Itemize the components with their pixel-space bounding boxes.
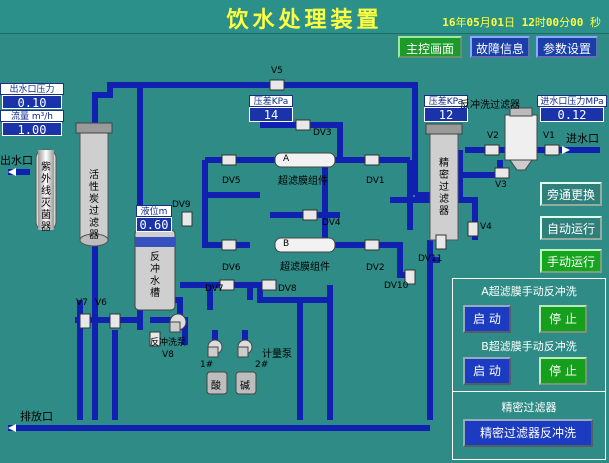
valve-v2-label[interactable]: V2 bbox=[487, 131, 499, 141]
uf-module-b bbox=[274, 237, 336, 253]
page-title: 饮水处理装置 bbox=[226, 8, 383, 33]
valve-v3-label[interactable]: V3 bbox=[495, 180, 507, 190]
alkali-tank bbox=[235, 371, 257, 395]
valve-dv5-label[interactable]: DV5 bbox=[222, 176, 241, 186]
valve-dv11-label[interactable]: DV11 bbox=[418, 254, 443, 264]
valve-dv2-label[interactable]: DV2 bbox=[366, 263, 385, 273]
backwash-filter-unit bbox=[504, 107, 538, 171]
fault-info-button[interactable]: 故障信息 bbox=[470, 36, 530, 58]
outlet-pressure-label: 出水口压力MPa bbox=[0, 83, 64, 107]
auto-run-button[interactable]: 自动运行 bbox=[540, 216, 602, 240]
valve-dv8-label[interactable]: DV8 bbox=[278, 284, 297, 294]
valves bbox=[79, 79, 560, 347]
inlet-label: 进水口 bbox=[566, 132, 599, 145]
dosing-pump-1-shape bbox=[207, 339, 223, 358]
alkali-label: 碱 bbox=[240, 381, 250, 392]
uf-a-label: 超滤膜组件 bbox=[278, 176, 328, 187]
title-bar: 饮水处理装置 16年05月01日 12时00分00 秒 bbox=[0, 0, 609, 34]
backwash-pump-shape bbox=[169, 313, 187, 333]
uv-sterilizer bbox=[35, 149, 57, 231]
uv-sterilizer-label: 紫外线灭菌器 bbox=[41, 162, 51, 233]
drain-label: 排放口 bbox=[20, 410, 53, 423]
uf-b-tag: B bbox=[283, 239, 290, 249]
precision-filter bbox=[425, 123, 463, 241]
backwash-filter-label: 反冲洗过滤器 bbox=[460, 100, 520, 111]
uf-b-label: 超滤膜组件 bbox=[280, 262, 330, 273]
backwash-tank bbox=[134, 229, 176, 311]
dosing-pump-2-shape bbox=[237, 339, 253, 358]
uf-module-a bbox=[274, 152, 336, 168]
valve-dv6-label[interactable]: DV6 bbox=[222, 263, 241, 273]
level-label: 液位m bbox=[136, 205, 172, 217]
panel-a-title: A超滤膜手动反冲洗 bbox=[481, 285, 577, 298]
panel-fine-title: 精密过滤器 bbox=[501, 401, 557, 414]
valve-v8-label[interactable]: V8 bbox=[162, 350, 174, 360]
carbon-filter bbox=[75, 122, 113, 247]
valve-v4-label[interactable]: V4 bbox=[480, 222, 492, 232]
valve-dv3-label[interactable]: DV3 bbox=[313, 128, 332, 138]
valve-dv7-label[interactable]: DV7 bbox=[205, 284, 224, 294]
precision-filter-label: 精密过滤器 bbox=[439, 158, 449, 217]
clock-readout: 16年05月01日 12时00分00 秒 bbox=[442, 16, 601, 29]
valve-dv1-label[interactable]: DV1 bbox=[366, 176, 385, 186]
precision-backwash-button[interactable]: 精密过滤器反冲洗 bbox=[463, 419, 593, 447]
pump-1-label: 1# bbox=[200, 360, 214, 370]
acid-tank bbox=[206, 371, 228, 395]
param-settings-button[interactable]: 参数设置 bbox=[536, 36, 598, 58]
precision-dp-value: 12 bbox=[424, 107, 468, 122]
b-stop-button[interactable]: 停 止 bbox=[539, 357, 587, 385]
valve-dv9-label[interactable]: DV9 bbox=[172, 200, 191, 210]
outlet-label: 出水口 bbox=[0, 154, 33, 167]
flow-label: 流量 m³/h bbox=[0, 110, 64, 122]
panel-b-title: B超滤膜手动反冲洗 bbox=[481, 340, 577, 353]
uf-dp-label: 压差KPa bbox=[249, 95, 293, 107]
flow-arrows bbox=[8, 146, 570, 432]
outlet-pressure-value: 0.10 bbox=[2, 95, 62, 110]
backwash-pump-label: 反冲洗泵 bbox=[150, 338, 187, 348]
manual-run-button[interactable]: 手动运行 bbox=[540, 249, 602, 273]
level-value: 0.60 bbox=[136, 217, 172, 232]
uf-a-tag: A bbox=[283, 154, 290, 164]
pump-2-label: 2# bbox=[255, 360, 269, 370]
backwash-tank-label: 反冲水槽 bbox=[150, 252, 160, 299]
b-start-button[interactable]: 启 动 bbox=[463, 357, 511, 385]
panel-divider bbox=[453, 391, 605, 392]
valve-v1-label[interactable]: V1 bbox=[543, 131, 555, 141]
valve-v6-label[interactable]: V6 bbox=[95, 298, 107, 308]
flow-value: 1.00 bbox=[2, 122, 62, 137]
valve-v5-label[interactable]: V5 bbox=[271, 66, 283, 76]
valve-v7-label[interactable]: V7 bbox=[76, 298, 88, 308]
acid-label: 酸 bbox=[211, 381, 221, 392]
inlet-pressure-value: 0.12 bbox=[540, 107, 604, 122]
valve-dv10-label[interactable]: DV10 bbox=[384, 281, 409, 291]
inlet-pressure-label: 进水口压力MPa bbox=[537, 95, 607, 107]
dosing-pump-label: 计量泵 bbox=[262, 349, 292, 360]
a-stop-button[interactable]: 停 止 bbox=[539, 305, 587, 333]
valve-dv4-label[interactable]: DV4 bbox=[322, 218, 341, 228]
manual-backwash-panel: A超滤膜手动反冲洗 启 动 停 止 B超滤膜手动反冲洗 启 动 停 止 精密过滤… bbox=[452, 278, 606, 460]
precision-dp-label: 压差KPa bbox=[424, 95, 468, 107]
carbon-filter-label: 活性炭过滤器 bbox=[89, 170, 99, 241]
bypass-replace-button[interactable]: 旁通更换 bbox=[540, 182, 602, 206]
a-start-button[interactable]: 启 动 bbox=[463, 305, 511, 333]
main-screen-button[interactable]: 主控画面 bbox=[398, 36, 462, 58]
uf-dp-value: 14 bbox=[249, 107, 293, 122]
